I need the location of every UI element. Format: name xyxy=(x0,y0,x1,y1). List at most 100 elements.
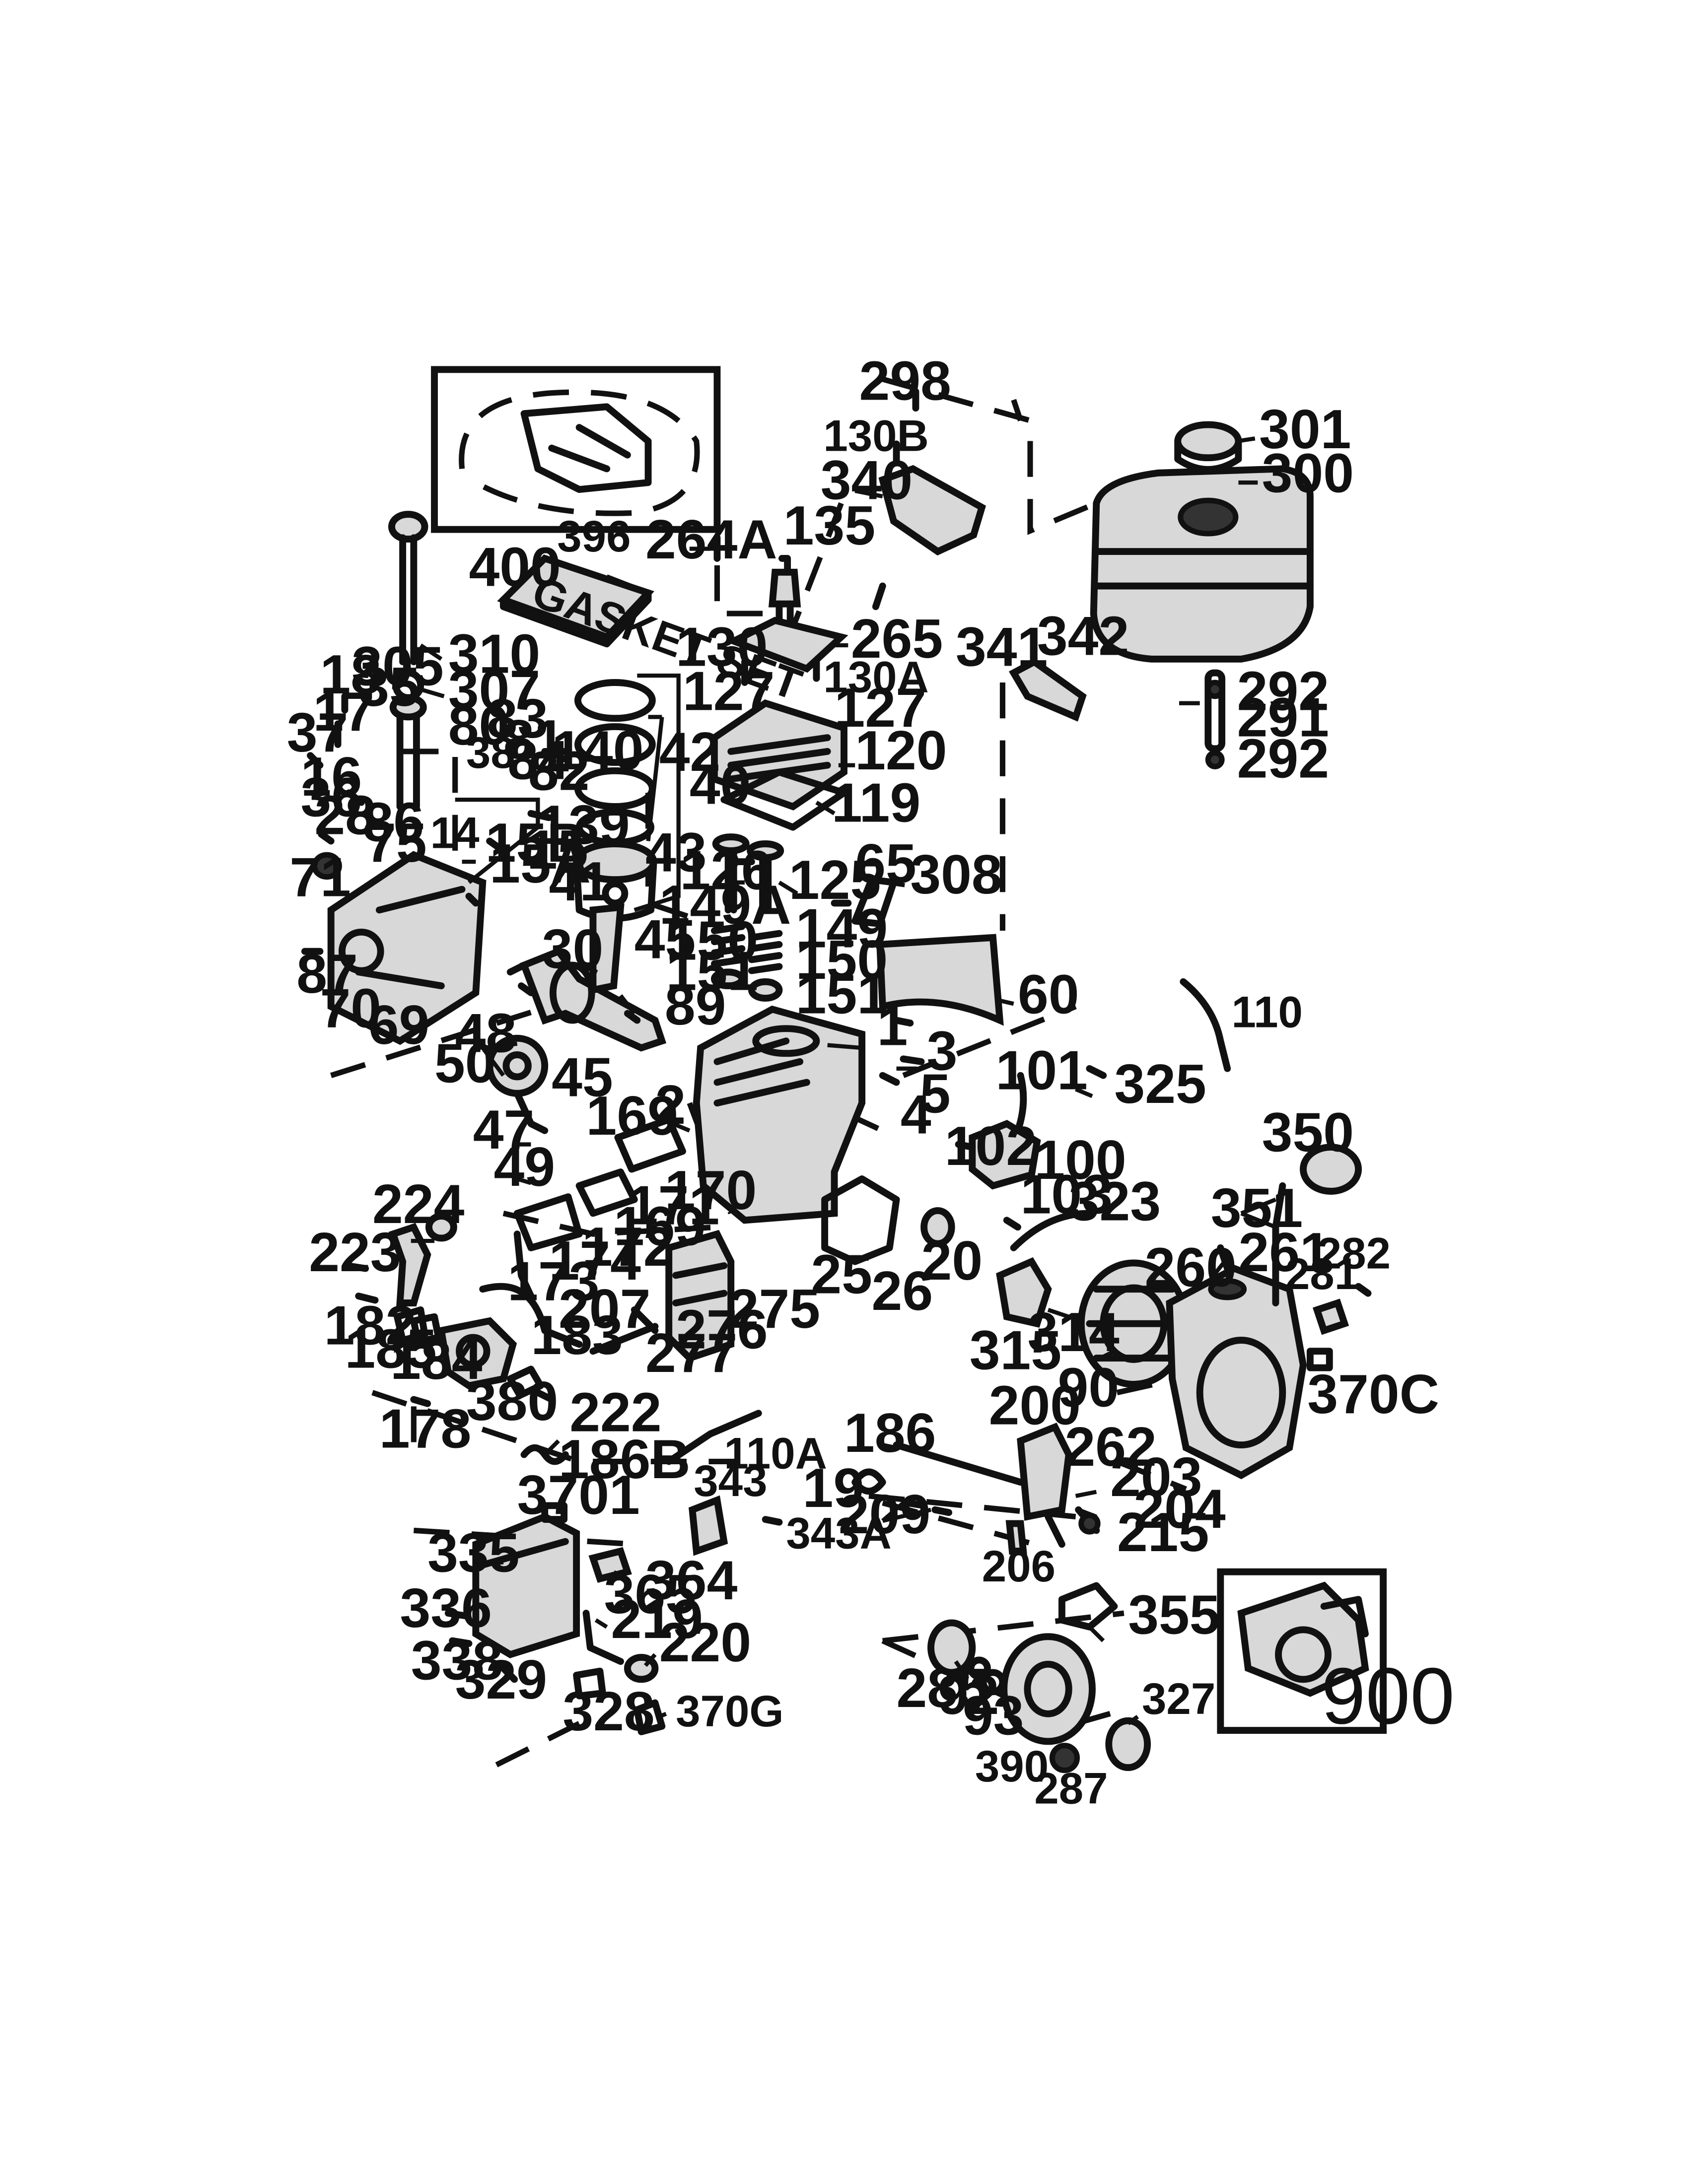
part-label-351: 351 xyxy=(1211,1177,1303,1239)
part-label-343: 343 xyxy=(694,1456,767,1505)
part-label-40: 40 xyxy=(690,753,751,816)
part-label-80: 80 xyxy=(448,694,510,756)
part-label-135: 135 xyxy=(783,494,875,556)
part-label-396: 396 xyxy=(557,512,631,561)
part-label-900: 900 xyxy=(1321,1651,1455,1741)
part-label-370C: 370C xyxy=(1307,1363,1439,1425)
part-label-292-top: 292 xyxy=(1237,660,1329,722)
label-370C xyxy=(1306,1348,1333,1371)
part-label-172: 172 xyxy=(582,1216,674,1278)
part-label-307: 307 xyxy=(448,659,540,721)
starter-cap xyxy=(1105,1717,1151,1772)
piston xyxy=(573,840,657,922)
part-label-365: 365 xyxy=(604,1563,696,1625)
part-label-2: 2 xyxy=(655,1074,686,1136)
part-label-300: 300 xyxy=(1262,442,1354,504)
part-labels: 298 130B 340 301 300 264A 135 265 396 40… xyxy=(287,350,1455,1813)
tube-173 xyxy=(513,1230,535,1300)
part-label-170: 170 xyxy=(665,1159,757,1221)
part-label-308: 308 xyxy=(910,843,1002,905)
part-label-71: 71 xyxy=(289,846,351,908)
starter-cup xyxy=(927,1619,976,1676)
part-label-315: 315 xyxy=(970,1319,1061,1381)
assembly-dashed-lines xyxy=(330,376,1187,1768)
part-label-48: 48 xyxy=(455,1002,517,1064)
part-label-301: 301 xyxy=(1259,398,1351,460)
bracket-343 xyxy=(689,1495,728,1556)
part-label-186B: 186B xyxy=(559,1428,691,1490)
part-label-150-right: 150 xyxy=(796,929,888,991)
bracket-341 xyxy=(1009,658,1087,722)
part-label-100: 100 xyxy=(1034,1129,1126,1191)
part-label-215: 215 xyxy=(1117,1501,1209,1563)
part-label-178: 178 xyxy=(379,1398,471,1460)
part-label-209: 209 xyxy=(839,1483,930,1545)
part-label-16: 16 xyxy=(301,746,362,808)
leader-lines xyxy=(411,436,1276,1725)
valve-springs xyxy=(710,923,783,1002)
part-label-380: 380 xyxy=(466,1370,558,1432)
part-label-103: 103 xyxy=(1021,1163,1113,1225)
part-label-43: 43 xyxy=(645,821,707,884)
breather xyxy=(821,1175,900,1265)
part-label-81: 81 xyxy=(503,708,565,770)
cylinder-head xyxy=(710,699,847,831)
starter-handle xyxy=(1058,1582,1118,1631)
spring-186B xyxy=(520,1444,569,1465)
fuel-tank xyxy=(1090,421,1314,769)
spark-plug xyxy=(768,568,801,608)
part-label-69: 69 xyxy=(368,994,430,1056)
connecting-rod xyxy=(589,903,625,994)
part-label-182: 182 xyxy=(324,1294,416,1356)
part-label-130A: 130A xyxy=(823,652,928,701)
part-label-50: 50 xyxy=(434,1032,496,1094)
part-label-127-right: 127 xyxy=(835,677,926,739)
wire-110 xyxy=(1180,978,1231,1072)
part-label-26: 26 xyxy=(872,1260,933,1322)
part-label-38: 38 xyxy=(466,728,515,777)
crankcase-cover xyxy=(311,851,487,1045)
part-label-169-bottom: 169 xyxy=(614,1195,705,1257)
part-label-41: 41 xyxy=(549,850,611,912)
part-label-1: 1 xyxy=(877,995,908,1057)
part-label-110: 110 xyxy=(1232,987,1303,1036)
part-drawings xyxy=(301,366,1387,1774)
part-label-328: 328 xyxy=(563,1680,654,1742)
part-label-184: 184 xyxy=(390,1329,483,1391)
intake-elbow xyxy=(388,1223,431,1306)
part-label-60: 60 xyxy=(1018,963,1079,1025)
part-label-343A: 343A xyxy=(786,1508,891,1558)
part-label-370G: 370G xyxy=(676,1687,783,1736)
part-label-223: 223 xyxy=(309,1221,401,1283)
part-label-292-bottom: 292 xyxy=(1237,728,1329,790)
part-label-186: 186 xyxy=(844,1402,936,1464)
part-label-3: 3 xyxy=(927,1020,958,1082)
part-label-291: 291 xyxy=(1237,686,1329,748)
part-label-183: 183 xyxy=(531,1304,623,1366)
part-label-151-left: 151 xyxy=(666,940,758,1002)
part-label-310: 310 xyxy=(448,623,540,685)
part-label-203: 203 xyxy=(1110,1446,1202,1508)
part-label-149: 149 xyxy=(796,897,888,959)
wire-207 xyxy=(479,1283,583,1348)
part-label-341: 341 xyxy=(956,616,1048,678)
part-label-276: 276 xyxy=(676,1298,768,1361)
part-label-65: 65 xyxy=(855,832,916,894)
part-label-139: 139 xyxy=(538,794,630,856)
part-label-220: 220 xyxy=(659,1611,751,1673)
part-label-200: 200 xyxy=(989,1374,1081,1436)
part-label-275: 275 xyxy=(728,1278,820,1340)
plate-265 xyxy=(725,616,848,673)
part-label-149A: 149A xyxy=(659,874,791,936)
rod-186 xyxy=(893,1441,1024,1486)
part-label-169-top: 169 xyxy=(586,1085,678,1147)
part-label-130: 130 xyxy=(676,616,768,678)
carburetor xyxy=(437,1317,517,1390)
part-label-130B: 130B xyxy=(823,411,928,460)
part-label-101: 101 xyxy=(996,1039,1088,1101)
part-label-305: 305 xyxy=(352,635,443,697)
part-label-327: 327 xyxy=(1142,1674,1215,1723)
ignition-module xyxy=(969,1120,1041,1190)
part-label-47: 47 xyxy=(473,1098,535,1160)
